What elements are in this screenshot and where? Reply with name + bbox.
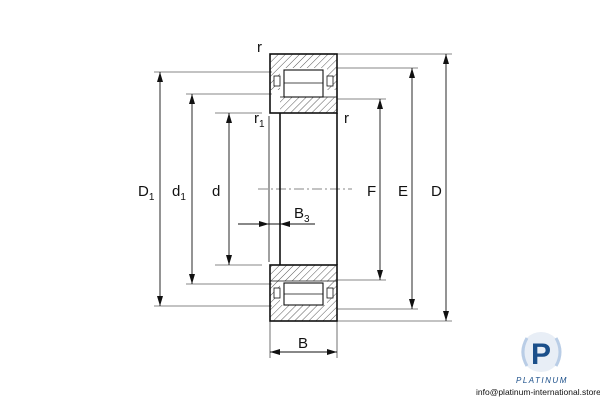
upper-section-outline <box>269 53 338 114</box>
label-d: d <box>212 183 220 200</box>
roller-upper <box>283 69 324 98</box>
lower-bearing-section <box>269 264 338 322</box>
inner-ring-upper <box>280 97 337 113</box>
cage-pocket-right-lower <box>326 287 334 299</box>
label-r-mid: r <box>344 110 349 127</box>
label-B3: B3 <box>294 205 310 225</box>
extension-lines <box>154 53 452 358</box>
brand-contact-email: info@platinum-international.store <box>476 387 600 397</box>
brand-name: PLATINUM <box>516 376 568 385</box>
logo-circle-bg <box>521 332 561 372</box>
logo-letter: P <box>531 338 551 371</box>
dimension-lines <box>157 54 449 355</box>
dimension-labels: r r1 r D1 d1 d B3 F E D B <box>138 39 442 352</box>
label-D: D <box>431 183 442 200</box>
label-d1: d1 <box>172 183 186 203</box>
cage-pocket-left-upper <box>273 75 281 87</box>
label-E: E <box>398 183 408 200</box>
lower-section-outline <box>269 264 338 322</box>
label-B: B <box>298 335 308 352</box>
upper-bearing-section <box>269 53 338 114</box>
label-F: F <box>367 183 376 200</box>
platinum-logo: P PLATINUM <box>516 332 568 385</box>
cage-pocket-right-upper <box>326 75 334 87</box>
label-r-top: r <box>257 39 262 56</box>
label-r1: r1 <box>254 110 265 130</box>
outer-ring-upper <box>270 54 337 68</box>
outer-ring-lower <box>270 305 337 321</box>
label-D1: D1 <box>138 183 155 203</box>
cage-pocket-left-lower <box>273 287 281 299</box>
inner-ring-lower <box>270 265 337 281</box>
